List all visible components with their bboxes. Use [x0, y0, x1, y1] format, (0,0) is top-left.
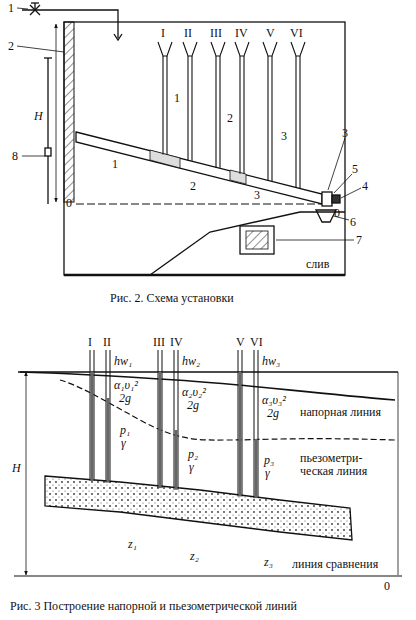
- figure-label: I: [161, 27, 165, 40]
- figure-label: α₁υ₁²: [114, 379, 138, 392]
- figure-label: VI: [290, 27, 303, 40]
- figure-label: пьезометри- ческая линия: [300, 452, 382, 478]
- figure-label: II: [184, 27, 192, 40]
- figure-label: линия сравнения: [292, 558, 378, 571]
- figure-label: 1: [8, 2, 14, 15]
- figure-label: 4: [362, 180, 368, 193]
- figure-label: 2g: [267, 407, 279, 420]
- figure-label: 2: [8, 40, 14, 53]
- figure-label: 7: [356, 234, 362, 247]
- figure-label: 2: [190, 180, 196, 193]
- figure-label: 1: [112, 158, 118, 171]
- figure-label: z₁: [128, 538, 137, 551]
- figure-label: 1: [174, 92, 180, 105]
- figure-label: 5: [352, 163, 358, 176]
- figure-label: H: [34, 110, 43, 123]
- figure-label: hw₁: [114, 355, 132, 368]
- figure-caption: Рис. 3 Построение напорной и пьезометрич…: [10, 600, 297, 613]
- figure-label: слив: [306, 258, 329, 271]
- figure-label: 0: [66, 197, 72, 210]
- figure-label: IV: [235, 27, 248, 40]
- figure-label: α₂υ₂²: [182, 386, 206, 399]
- figure-caption: Рис. 2. Схема установки: [110, 292, 234, 305]
- figure-label: 3: [342, 127, 348, 140]
- figure-label: VI: [250, 336, 263, 349]
- figure-label: hw₂: [182, 355, 200, 368]
- figure-label: p₃: [264, 454, 274, 467]
- figure-label: 0: [334, 207, 340, 220]
- figure-label: напорная линия: [300, 406, 381, 419]
- figure-label: 6: [350, 216, 356, 229]
- figure-label: 0: [384, 580, 390, 593]
- figure-label: IV: [170, 336, 183, 349]
- figure-label: γ: [189, 461, 194, 474]
- figure-label: hw₃: [262, 355, 280, 368]
- figure-label: p₂: [188, 448, 198, 461]
- figure-label: III: [210, 27, 222, 40]
- figure-label: 8: [12, 150, 18, 163]
- figure-label: H: [12, 462, 21, 475]
- figure-label: 3: [254, 189, 260, 202]
- figure-label: V: [266, 27, 275, 40]
- figure-label: 2: [227, 112, 233, 125]
- figure-label: 3: [281, 130, 287, 143]
- figure-label: 2g: [119, 392, 131, 405]
- figure-label: p₁: [120, 424, 130, 437]
- figure-label: III: [153, 336, 165, 349]
- figure-label: α₃υ₃²: [262, 394, 286, 407]
- figure-label: V: [236, 336, 245, 349]
- figure-label: z₃: [264, 556, 273, 569]
- figure-label: I: [88, 336, 92, 349]
- figure-label: γ: [121, 437, 126, 450]
- figure-label: z₂: [190, 550, 199, 563]
- figure-label: II: [103, 336, 111, 349]
- figure-label: 2g: [187, 399, 199, 412]
- figure-label: γ: [265, 467, 270, 480]
